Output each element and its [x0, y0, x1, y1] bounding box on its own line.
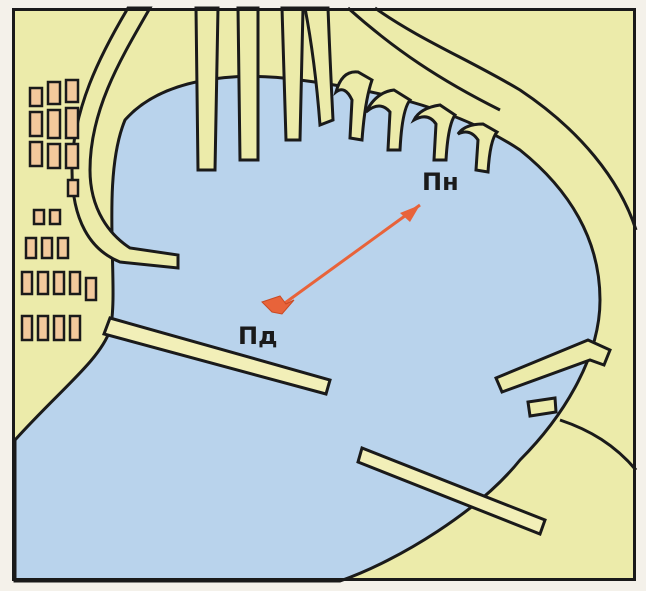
building — [56, 236, 70, 260]
pier-7 — [410, 103, 458, 162]
west-breakwater — [102, 316, 332, 396]
building — [68, 314, 82, 342]
building — [68, 270, 82, 296]
pier-2 — [236, 6, 260, 162]
east-pier-1 — [494, 338, 612, 394]
arrow-head-icon — [400, 205, 420, 222]
building — [28, 86, 44, 108]
pier-8 — [456, 122, 500, 174]
building — [24, 236, 38, 260]
east-pier-2 — [526, 396, 558, 418]
pier-5 — [333, 70, 374, 142]
building — [64, 142, 80, 170]
building — [46, 108, 62, 140]
building — [20, 314, 34, 342]
building — [52, 270, 66, 296]
building — [84, 276, 98, 302]
pier-6 — [364, 88, 413, 152]
west-quay-wall — [70, 6, 180, 270]
building — [52, 314, 66, 342]
building — [36, 270, 50, 296]
building — [28, 140, 44, 168]
building — [66, 178, 80, 198]
building — [46, 142, 62, 170]
label-start-point: Пд — [238, 322, 277, 350]
building — [40, 236, 54, 260]
building — [64, 106, 80, 140]
arrow-tail-icon — [261, 295, 295, 315]
pier-1 — [194, 6, 220, 172]
east-channel-wall — [559, 418, 638, 471]
pier-4 — [303, 6, 335, 128]
northern-channel-wall-inner — [347, 6, 501, 112]
building — [48, 208, 62, 226]
building — [32, 208, 46, 226]
building — [46, 80, 62, 106]
northern-channel-wall — [374, 6, 638, 231]
building — [28, 110, 44, 138]
building — [36, 314, 50, 342]
building — [64, 78, 80, 104]
building — [20, 270, 34, 296]
arrow-shaft — [277, 203, 421, 310]
displacement-arrow — [261, 203, 421, 315]
southeast-breakwater — [356, 445, 547, 536]
pier-3 — [280, 6, 305, 142]
label-end-point: Пн — [422, 168, 459, 196]
buildings — [20, 78, 98, 342]
